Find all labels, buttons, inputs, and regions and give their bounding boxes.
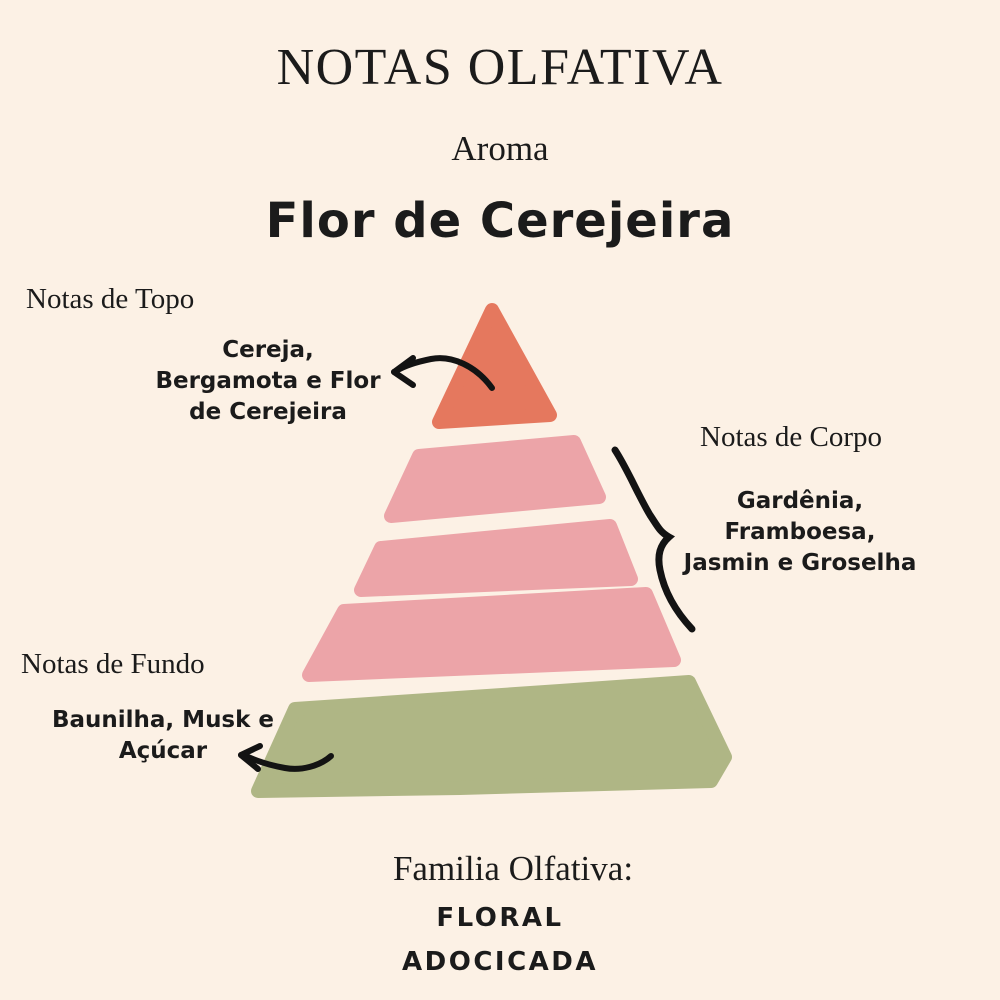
- base-notes-arrow-icon: [238, 743, 334, 772]
- pyramid-base-segment: [251, 675, 732, 798]
- pyramid-heart-segment-3: [302, 587, 681, 682]
- pyramid-heart-segment-2: [354, 519, 638, 597]
- heart-notes-label: Notas de Corpo: [700, 421, 883, 453]
- top-notes-arrow-icon: [391, 355, 495, 391]
- top-notes-text: Cereja, Bergamota e Flor de Cerejeira: [155, 337, 381, 425]
- heart-notes-brace-icon: [611, 446, 696, 633]
- olfactory-family-label: Familia Olfativa:: [392, 849, 634, 888]
- heart-notes-text: Gardênia, Framboesa, Jasmin e Groselha: [683, 488, 917, 576]
- pyramid-top-segment: [432, 303, 557, 429]
- pyramid-heart-segment-1: [384, 435, 606, 523]
- base-notes-label: Notas de Fundo: [21, 648, 205, 680]
- base-notes-text: Baunilha, Musk e Açúcar: [51, 707, 275, 764]
- aroma-label: Aroma: [451, 129, 549, 168]
- top-notes-label: Notas de Topo: [26, 283, 195, 315]
- page-title: NOTAS OLFATIVA: [276, 39, 724, 96]
- olfactory-family-value: FLORAL ADOCICADA: [402, 903, 598, 977]
- aroma-name: Flor de Cerejeira: [265, 193, 735, 249]
